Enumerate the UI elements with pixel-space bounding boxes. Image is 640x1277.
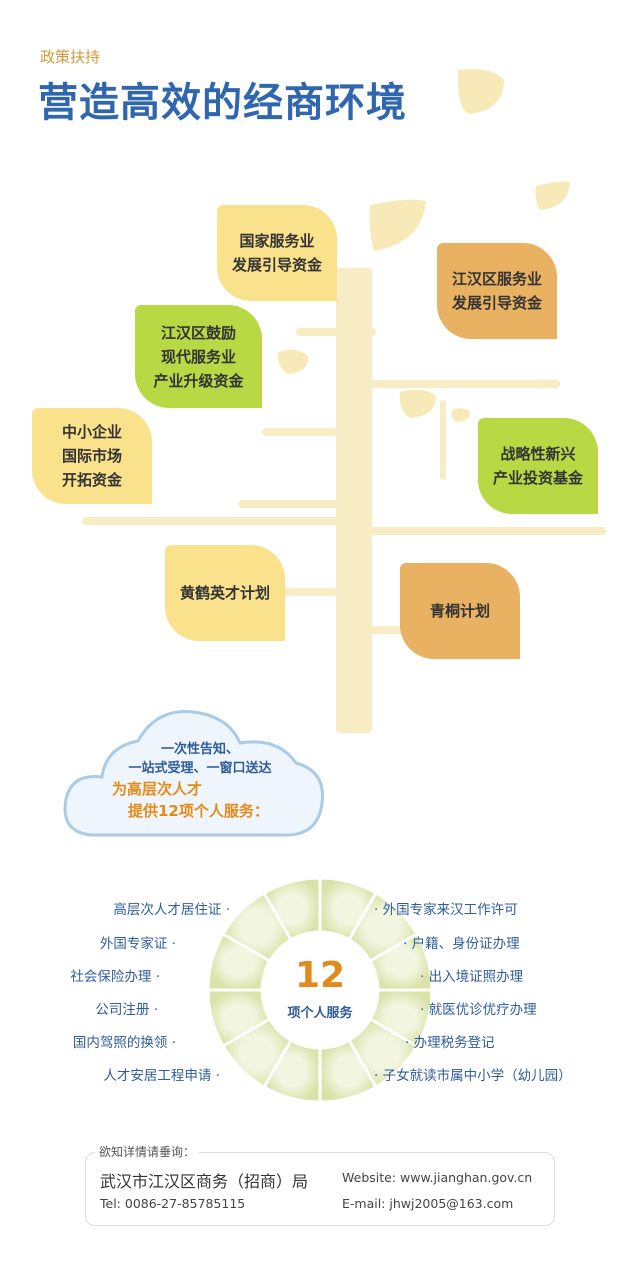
page-title: 营造高效的经商环境: [38, 80, 407, 126]
decorative-leaves: [277, 69, 570, 422]
contact-label: 欲知详情请垂询：: [95, 1143, 200, 1160]
leaf-strategic-industry-fund: 战略性新兴 产业投资基金: [478, 418, 598, 514]
leaf-national-service-fund: 国家服务业 发展引导资金: [217, 205, 337, 301]
leaf-qingtong-plan: 青桐计划: [400, 563, 520, 659]
leaf-icon: [451, 408, 470, 422]
service-left: 高层次人才居住证 ·: [113, 902, 230, 918]
cloud-line: 一次性告知、: [160, 742, 239, 757]
contact-org: 武汉市江汉区商务（招商）局: [100, 1172, 309, 1191]
service-left: 国内驾照的换领 ·: [72, 1035, 176, 1051]
tree-trunk-and-branches: [82, 268, 606, 733]
contact-box: [85, 1152, 555, 1226]
cloud-text: 一次性告知、 一站式受理、一窗口送达 为高层次人才 提供12项个人服务：: [70, 740, 330, 822]
ring-center: [264, 934, 376, 1046]
service-left: 社会保险办理 ·: [70, 969, 160, 985]
leaf-modern-service-upgrade-fund: 江汉区鼓励 现代服务业 产业升级资金: [135, 305, 262, 408]
service-right: · 户籍、身份证办理: [403, 936, 520, 952]
contact-tel: Tel: 0086-27-85785115: [100, 1196, 246, 1211]
cloud-highlight: 提供12项个人服务：: [128, 802, 269, 820]
leaf-icon: [457, 69, 504, 114]
service-right: · 子女就读市属中小学（幼儿园）: [374, 1068, 572, 1084]
ring-segment: [261, 876, 322, 942]
service-count-label: 项个人服务: [287, 1006, 353, 1021]
leaf-icon: [399, 389, 436, 418]
cloud-highlight: 为高层次人才: [112, 780, 203, 798]
leaf-icon: [535, 181, 570, 210]
leaf-sme-market-fund: 中小企业 国际市场 开拓资金: [32, 408, 152, 504]
subtitle: 政策扶持: [40, 48, 101, 66]
leaf-icon: [277, 349, 309, 374]
leaf-huanghe-talent-plan: 黄鹤英才计划: [165, 545, 285, 641]
contact-email[interactable]: E-mail: jhwj2005@163.com: [342, 1196, 514, 1211]
cloud-line: 一站式受理、一窗口送达: [128, 761, 272, 776]
service-right: · 外国专家来汉工作许可: [374, 902, 518, 918]
service-right: · 办理税务登记: [405, 1035, 495, 1051]
service-left: 人才安居工程申请 ·: [103, 1068, 220, 1084]
services-ring: [206, 876, 434, 1104]
contact-website[interactable]: Website: www.jianghan.gov.cn: [342, 1170, 533, 1185]
service-right: · 就医优诊优疗办理: [420, 1002, 537, 1018]
leaf-icon: [369, 199, 426, 251]
service-left: 外国专家证 ·: [99, 936, 176, 952]
leaf-jianghan-service-fund: 江汉区服务业 发展引导资金: [437, 243, 557, 339]
service-count: 12: [294, 955, 346, 996]
cloud-shape: [63, 710, 324, 837]
service-left: 公司注册 ·: [95, 1002, 158, 1018]
service-right: · 出入境证照办理: [420, 969, 524, 985]
